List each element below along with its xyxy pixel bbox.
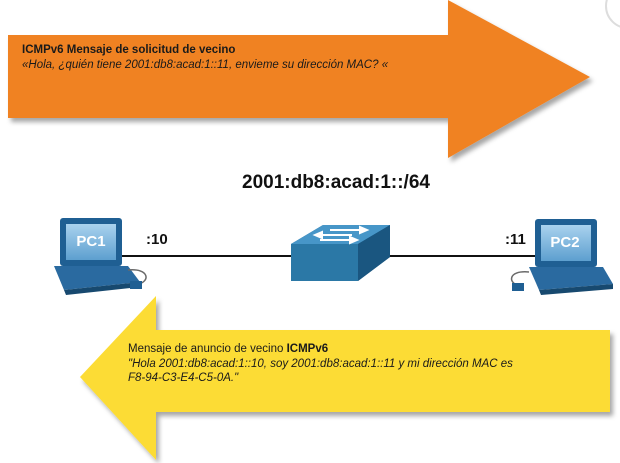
solicitation-title: ICMPv6 Mensaje de solicitud de vecino bbox=[22, 44, 236, 56]
network-prefix-label: 2001:db8:acad:1::/64 bbox=[242, 172, 430, 193]
pc2-label: PC2 bbox=[550, 234, 580, 251]
pc-icon bbox=[54, 218, 147, 295]
pc-icon bbox=[511, 219, 613, 295]
solicitation-arrow bbox=[8, 0, 590, 158]
advertisement-message: "Hola 2001:db8:acad:1::10, soy 2001:db8:… bbox=[128, 358, 513, 384]
advertisement-arrow bbox=[80, 296, 610, 460]
solicitation-message: «Hola, ¿quién tiene 2001:db8:acad:1::11,… bbox=[22, 59, 389, 71]
advertisement-title: Mensaje de anuncio de vecino ICMPv6 bbox=[128, 343, 328, 355]
pc1-label: PC1 bbox=[76, 233, 106, 250]
pc2-interface-id: :11 bbox=[505, 231, 526, 248]
advertisement-title-bold: ICMPv6 bbox=[286, 343, 329, 355]
switch-icon bbox=[291, 225, 390, 281]
pc1-interface-id: :10 bbox=[146, 231, 168, 248]
advertisement-title-prefix: Mensaje de anuncio de vecino bbox=[128, 343, 287, 355]
corner-circle bbox=[605, 0, 620, 28]
